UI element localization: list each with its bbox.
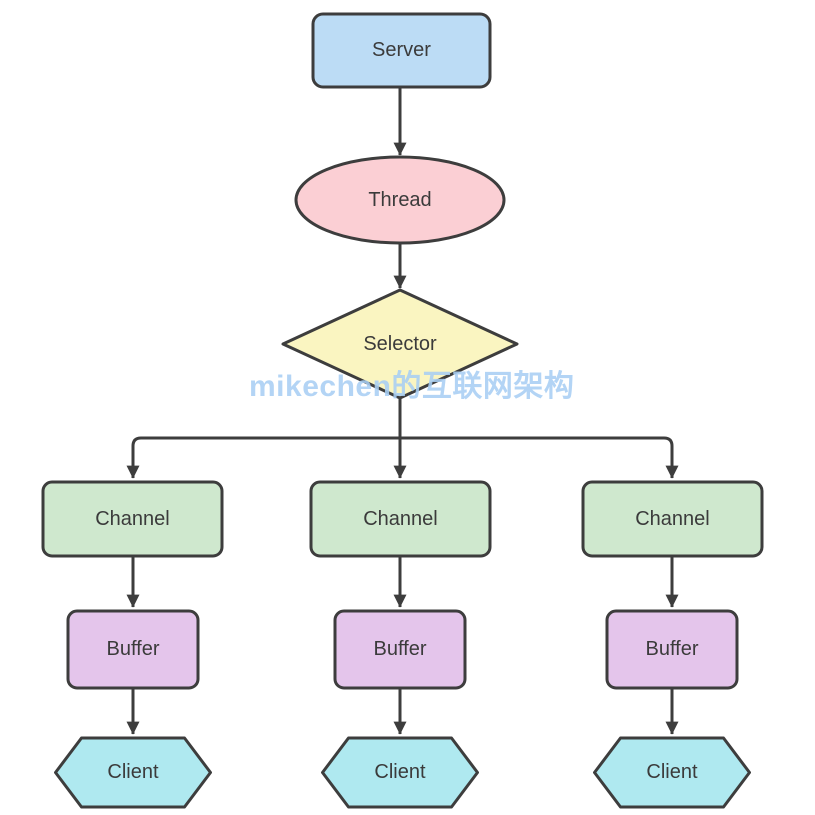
- channel-node-1: [41, 480, 224, 558]
- buffer-node-1: [66, 609, 200, 690]
- buffer-node-3: [605, 609, 739, 690]
- branch-connector-line: [131, 436, 674, 462]
- buffer-node-2: [333, 609, 467, 690]
- client-node-2: [321, 736, 479, 809]
- client-node-3: [593, 736, 751, 809]
- client-node-1: [54, 736, 212, 809]
- server-node: [311, 12, 492, 89]
- selector-node: [281, 288, 519, 400]
- thread-node: [294, 155, 506, 245]
- channel-node-2: [309, 480, 492, 558]
- channel-node-3: [581, 480, 764, 558]
